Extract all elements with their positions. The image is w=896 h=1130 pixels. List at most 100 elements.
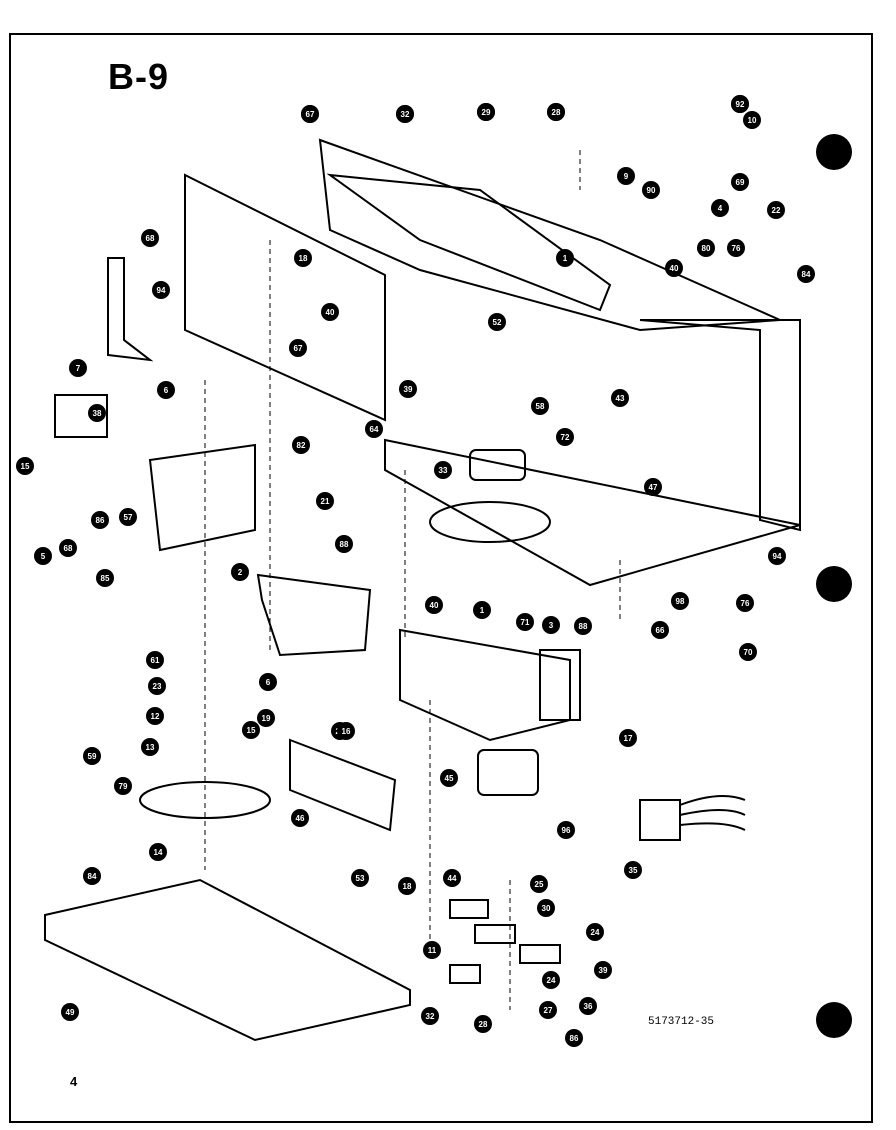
callout-label: 70 xyxy=(744,648,753,657)
cabinet-top xyxy=(318,138,781,332)
callout-label: 23 xyxy=(153,682,162,691)
callout-bubble: 1 xyxy=(473,601,491,619)
air-duct xyxy=(326,173,612,312)
callout-label: 94 xyxy=(157,286,166,295)
callout-label: 39 xyxy=(599,966,608,975)
callout-bubble: 6 xyxy=(157,381,175,399)
control-bracket xyxy=(256,573,372,657)
callout-bubble: 39 xyxy=(399,380,417,398)
callout-bubble: 86 xyxy=(565,1029,583,1047)
callout-label: 3 xyxy=(549,621,554,630)
callout-bubble: 35 xyxy=(624,861,642,879)
callout-bubble: 72 xyxy=(556,428,574,446)
callout-label: 43 xyxy=(616,394,625,403)
callout-label: 18 xyxy=(403,882,412,891)
callout-bubble: 32 xyxy=(396,105,414,123)
callout-label: 30 xyxy=(542,904,551,913)
callout-bubble: 64 xyxy=(365,420,383,438)
callout-bubble: 4 xyxy=(711,199,729,217)
callout-bubble: 98 xyxy=(671,592,689,610)
callout-bubble: 10 xyxy=(743,111,761,129)
callout-bubble: 23 xyxy=(148,677,166,695)
callout-bubble: 24 xyxy=(542,971,560,989)
callout-label: 32 xyxy=(426,1012,435,1021)
stirrer-blade xyxy=(139,781,271,819)
callout-label: 15 xyxy=(21,462,30,471)
callout-label: 28 xyxy=(479,1020,488,1029)
callout-label: 5 xyxy=(41,552,46,561)
callout-bubble: 6 xyxy=(259,673,277,691)
callout-label: 59 xyxy=(88,752,97,761)
callout-bubble: 27 xyxy=(539,1001,557,1019)
callout-bubble: 3 xyxy=(542,616,560,634)
callout-bubble: 80 xyxy=(697,239,715,257)
callout-bubble: 45 xyxy=(440,769,458,787)
callout-bubble: 13 xyxy=(141,738,159,756)
callout-label: 84 xyxy=(802,270,811,279)
callout-layer: 1633358641096990422688040768411840527386… xyxy=(16,95,815,1047)
latch-plate xyxy=(54,394,108,438)
callout-label: 96 xyxy=(562,826,571,835)
mount-side-plate xyxy=(539,649,581,721)
callout-bubble: 19 xyxy=(257,709,275,727)
callout-bubble: 14 xyxy=(149,843,167,861)
callout-bubble: 67 xyxy=(301,105,319,123)
callout-label: 4 xyxy=(718,204,723,213)
callout-label: 47 xyxy=(649,483,658,492)
callout-bubble: 18 xyxy=(398,877,416,895)
callout-label: 53 xyxy=(356,874,365,883)
callout-bubble: 1 xyxy=(556,249,574,267)
motor-mount-plate xyxy=(399,628,571,742)
blower-housing xyxy=(429,501,551,543)
callout-bubble: 90 xyxy=(642,181,660,199)
callout-label: 21 xyxy=(321,497,330,506)
callout-label: 9 xyxy=(624,172,629,181)
callout-bubble: 46 xyxy=(291,809,309,827)
callout-bubble: 7 xyxy=(69,359,87,377)
callout-label: 7 xyxy=(76,364,81,373)
page-title: B-9 xyxy=(108,56,170,97)
callout-bubble: 5 xyxy=(34,547,52,565)
callout-bubble: 88 xyxy=(335,535,353,553)
page-border xyxy=(9,33,873,1123)
callout-bubble: 86 xyxy=(91,511,109,529)
callout-bubble: 40 xyxy=(425,596,443,614)
callout-bubble: 96 xyxy=(557,821,575,839)
callout-label: 22 xyxy=(772,206,781,215)
callout-bubble: 24 xyxy=(586,923,604,941)
callout-label: 40 xyxy=(326,308,335,317)
callout-bubble: 94 xyxy=(768,547,786,565)
callout-bubble: 88 xyxy=(574,617,592,635)
callout-bubble: 44 xyxy=(443,869,461,887)
callout-label: 71 xyxy=(521,618,530,627)
callout-bubble: 47 xyxy=(644,478,662,496)
waveguide-cover xyxy=(289,738,397,832)
callout-label: 24 xyxy=(547,976,556,985)
callout-bubble: 49 xyxy=(61,1003,79,1021)
callout-bubble: 52 xyxy=(488,313,506,331)
stirrer-motor xyxy=(477,749,539,796)
callout-label: 49 xyxy=(66,1008,75,1017)
callout-bubble: 79 xyxy=(114,777,132,795)
switch-b xyxy=(474,924,516,944)
callout-label: 67 xyxy=(306,110,315,119)
callout-label: 33 xyxy=(439,466,448,475)
callout-label: 6 xyxy=(266,678,271,687)
callout-bubble: 11 xyxy=(423,941,441,959)
blower-wheel xyxy=(469,449,526,481)
callout-label: 68 xyxy=(64,544,73,553)
callout-label: 24 xyxy=(591,928,600,937)
cabinet-back-panel xyxy=(184,173,386,422)
callout-bubble: 25 xyxy=(530,875,548,893)
callout-label: 10 xyxy=(748,116,757,125)
callout-bubble: 38 xyxy=(88,404,106,422)
callout-bubble: 17 xyxy=(619,729,637,747)
drawing-code: 5173712-35 xyxy=(648,1016,715,1028)
callout-bubble: 28 xyxy=(474,1015,492,1033)
callout-bubble: 61 xyxy=(146,651,164,669)
callout-bubble: 40 xyxy=(665,259,683,277)
callout-label: 19 xyxy=(262,714,271,723)
callout-bubble: 15 xyxy=(242,721,260,739)
callout-label: 98 xyxy=(676,597,685,606)
